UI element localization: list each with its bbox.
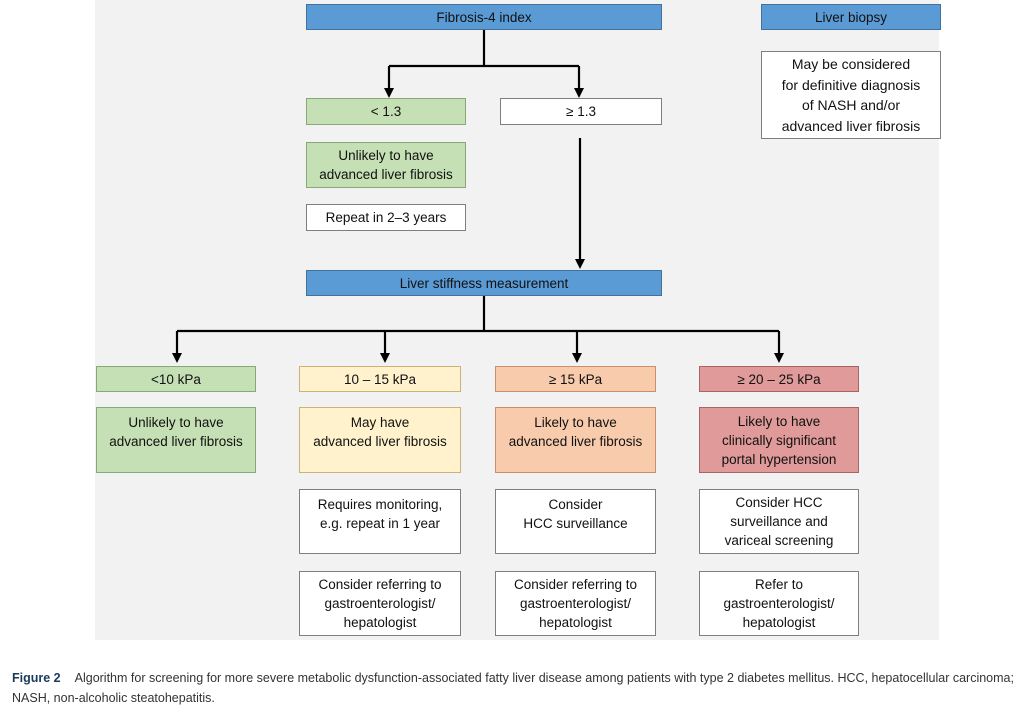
lsm-box: Liver stiffness measurement — [306, 270, 662, 296]
col2-action: Requires monitoring, e.g. repeat in 1 ye… — [299, 489, 461, 554]
col3-threshold: ≥ 15 kPa — [495, 366, 656, 392]
col3-referral: Consider referring to gastroenterologist… — [495, 571, 656, 636]
figure-caption-text: Algorithm for screening for more severe … — [12, 671, 1014, 705]
col2-threshold: 10 – 15 kPa — [299, 366, 461, 392]
col3-action: Consider HCC surveillance — [495, 489, 656, 554]
col4-outcome: Likely to have clinically significant po… — [699, 407, 859, 473]
figure-label: Figure 2 — [12, 671, 61, 685]
col2-referral: Consider referring to gastroenterologist… — [299, 571, 461, 636]
fib4-box: Fibrosis-4 index — [306, 4, 662, 30]
col1-threshold: <10 kPa — [96, 366, 256, 392]
biopsy-text-box: May be considered for definitive diagnos… — [761, 51, 941, 139]
col3-outcome: Likely to have advanced liver fibrosis — [495, 407, 656, 473]
col1-outcome: Unlikely to have advanced liver fibrosis — [96, 407, 256, 473]
col2-outcome: May have advanced liver fibrosis — [299, 407, 461, 473]
col4-action: Consider HCC surveillance and variceal s… — [699, 489, 859, 554]
connector-fib4-split — [389, 30, 579, 68]
fib4-low-box: < 1.3 — [306, 98, 466, 125]
connector-lsm-split — [177, 296, 779, 333]
col4-referral: Refer to gastroenterologist/ hepatologis… — [699, 571, 859, 636]
low-action-box: Repeat in 2–3 years — [306, 204, 466, 231]
col4-threshold: ≥ 20 – 25 kPa — [699, 366, 859, 392]
biopsy-title-box: Liver biopsy — [761, 4, 941, 30]
fib4-high-box: ≥ 1.3 — [500, 98, 662, 125]
low-outcome-box: Unlikely to have advanced liver fibrosis — [306, 142, 466, 188]
